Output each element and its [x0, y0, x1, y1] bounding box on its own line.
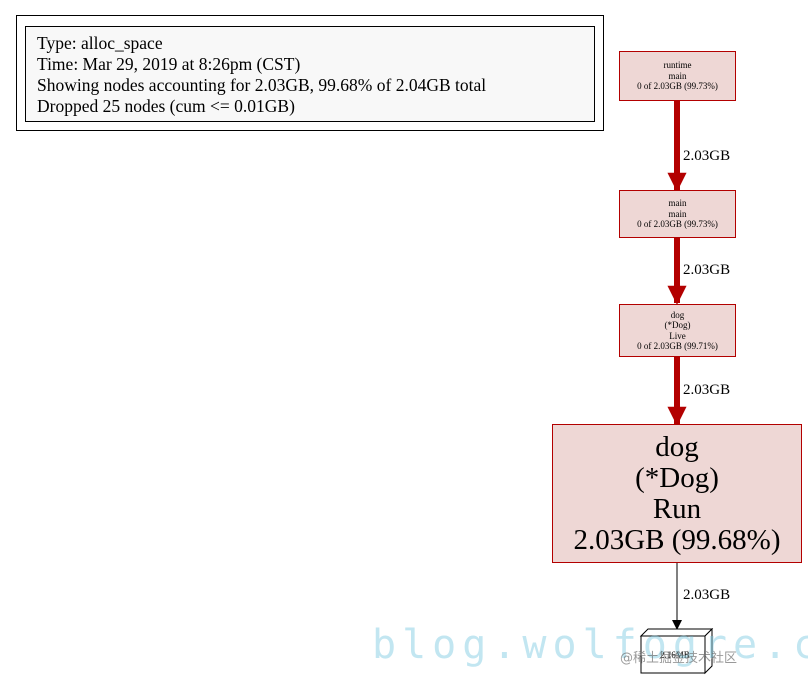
- node-dog-run[interactable]: dog (*Dog) Run 2.03GB (99.68%): [552, 424, 802, 563]
- edge-label-4: 2.03GB: [683, 587, 731, 603]
- legend-time: Time: Mar 29, 2019 at 8:26pm (CST): [37, 54, 301, 74]
- watermark-text: blog.wolfogre.com: [372, 622, 808, 668]
- node-line: (*Dog): [664, 320, 691, 330]
- node-line: Run: [652, 492, 702, 525]
- node-line: main: [668, 208, 687, 219]
- legend-type: Type: alloc_space: [37, 33, 163, 53]
- node-line: 2.03GB (99.68%): [573, 523, 781, 556]
- legend-dropped: Dropped 25 nodes (cum <= 0.01GB): [37, 96, 295, 116]
- edge-label-3: 2.03GB: [683, 382, 731, 398]
- edge-label-2: 2.03GB: [683, 262, 731, 278]
- edge-run-to-leaf-arrowhead: [672, 620, 682, 630]
- watermark-cn: @稀土掘金技术社区: [620, 651, 738, 666]
- edge-label-1: 2.03GB: [683, 148, 731, 164]
- node-line: dog: [670, 309, 685, 320]
- node-line: (*Dog): [635, 461, 719, 494]
- node-dog-live[interactable]: dog (*Dog) Live 0 of 2.03GB (99.71%): [619, 304, 736, 357]
- node-line: dog: [655, 430, 699, 463]
- leaf-label: 2.16MB: [660, 650, 690, 660]
- node-main-main[interactable]: main main 0 of 2.03GB (99.73%): [619, 190, 736, 238]
- legend-showing: Showing nodes accounting for 2.03GB, 99.…: [37, 75, 487, 95]
- node-line: runtime: [663, 60, 692, 71]
- node-runtime-main[interactable]: runtime main 0 of 2.03GB (99.73%): [619, 51, 736, 101]
- node-line: main: [668, 198, 687, 209]
- leaf-box[interactable]: [636, 628, 718, 676]
- node-line: 0 of 2.03GB (99.71%): [637, 341, 718, 351]
- node-line: Live: [669, 330, 686, 341]
- legend-box: Type: alloc_space Time: Mar 29, 2019 at …: [25, 26, 595, 122]
- node-line: main: [668, 70, 687, 81]
- node-line: 0 of 2.03GB (99.73%): [637, 81, 718, 92]
- node-line: 0 of 2.03GB (99.73%): [637, 219, 718, 230]
